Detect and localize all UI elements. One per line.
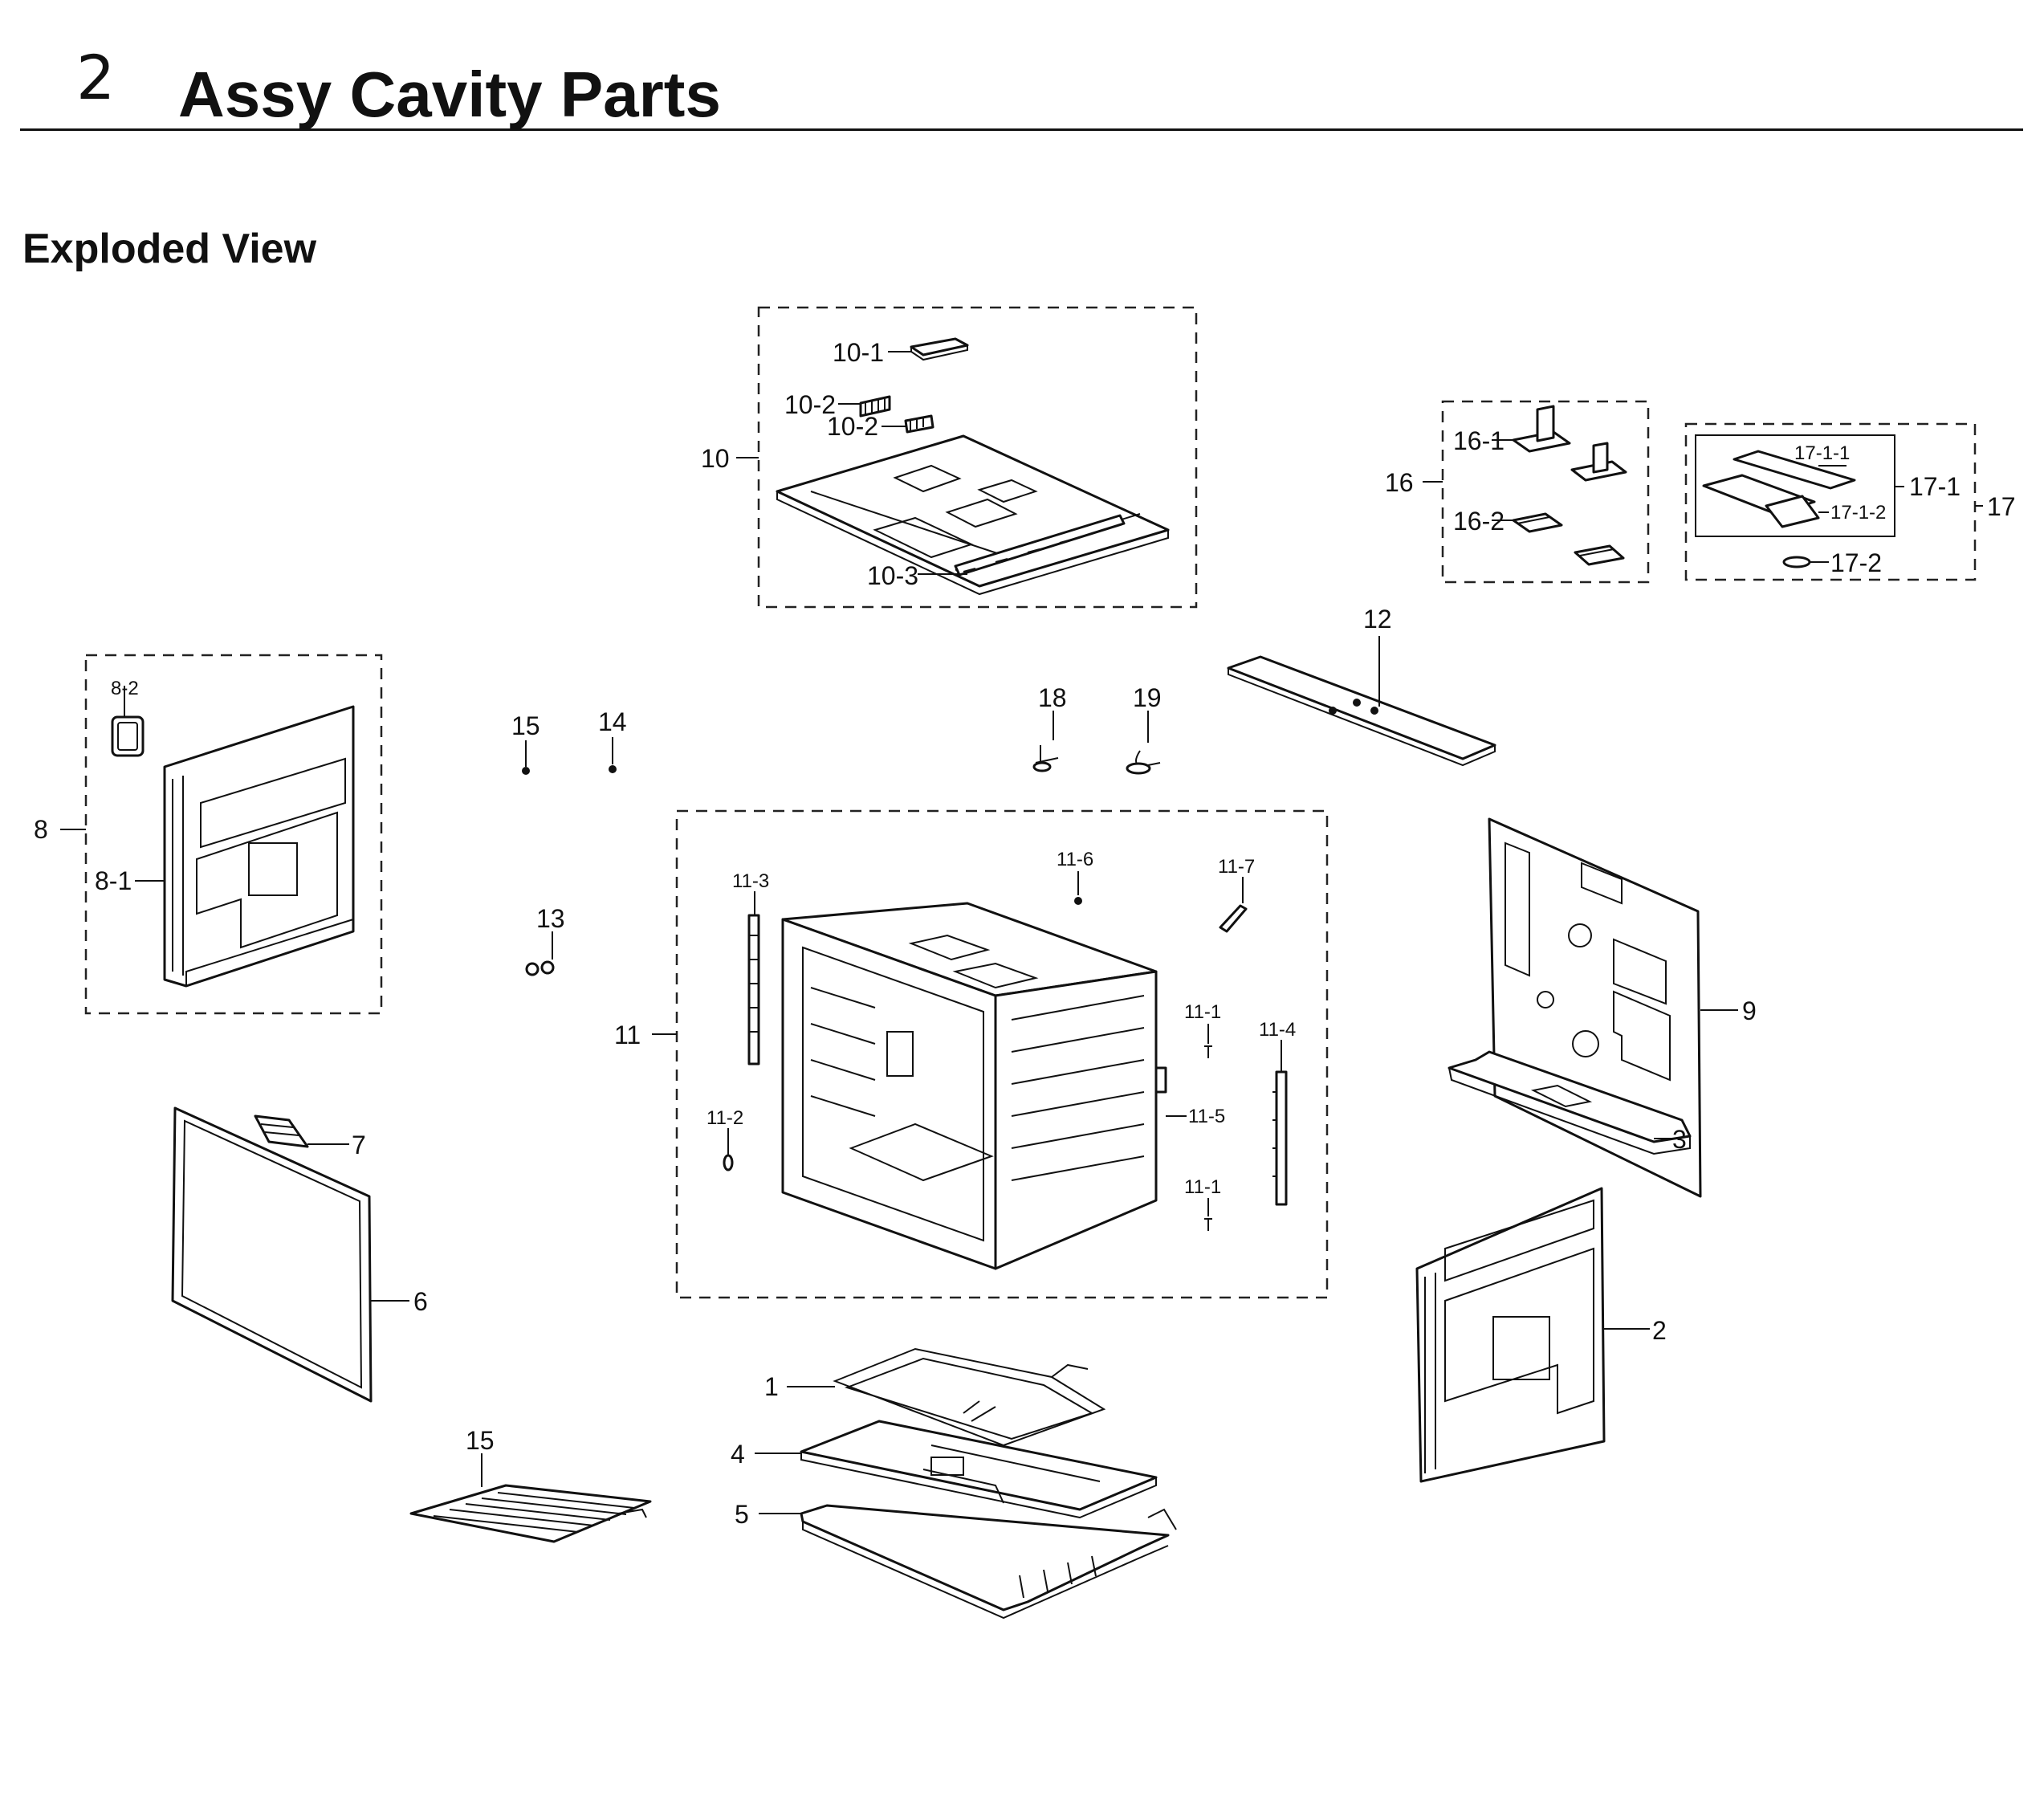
part-1: 1 xyxy=(764,1347,1106,1447)
group-16-box xyxy=(1441,400,1650,584)
label-4: 4 xyxy=(731,1440,745,1469)
part-7: 7 xyxy=(254,1114,366,1159)
label-12: 12 xyxy=(1363,605,1392,634)
group-8-box xyxy=(84,654,383,1015)
label-17: 17 xyxy=(1987,492,2016,521)
label-13: 13 xyxy=(536,904,565,933)
part-13: 13 xyxy=(525,904,565,976)
label-11-4: 11-4 xyxy=(1259,1019,1296,1041)
part-11-1-upper: 11-1 xyxy=(1184,1001,1221,1058)
part-3: 3 xyxy=(1447,1050,1692,1155)
part-8-1 xyxy=(163,705,355,988)
part-16-1-pair xyxy=(1570,442,1627,482)
part-11-1-lower: 11-1 xyxy=(1184,1176,1221,1231)
label-8: 8 xyxy=(34,815,48,844)
part-19: 19 xyxy=(1126,683,1162,775)
label-8-2: 8-2 xyxy=(111,678,139,699)
label-14: 14 xyxy=(598,707,627,736)
part-11-2: 11-2 xyxy=(706,1107,743,1171)
part-10-2-left xyxy=(859,395,891,418)
label-7: 7 xyxy=(352,1131,366,1159)
part-8-2 xyxy=(111,715,145,757)
label-11-2: 11-2 xyxy=(706,1107,743,1129)
label-10-1: 10-1 xyxy=(833,338,884,367)
part-10-2-right xyxy=(904,414,934,434)
part-11-3: 11-3 xyxy=(732,870,769,1065)
section-subtitle: Exploded View xyxy=(22,226,317,272)
part-12: 12 xyxy=(1227,605,1496,767)
part-9: 9 xyxy=(1488,817,1757,1198)
group-11-box xyxy=(675,809,1329,1299)
label-17-2: 17-2 xyxy=(1830,548,1882,577)
page-title: Assy Cavity Parts xyxy=(178,59,721,130)
label-8-1: 8-1 xyxy=(95,866,132,895)
section-number: 2 xyxy=(76,42,116,113)
part-16-2-pair xyxy=(1574,544,1625,566)
group-10-box xyxy=(757,306,1198,609)
part-4: 4 xyxy=(731,1420,1158,1519)
label-16: 16 xyxy=(1385,468,1414,497)
part-16-2 xyxy=(1512,512,1563,533)
label-16-2: 16-2 xyxy=(1453,507,1504,536)
label-3: 3 xyxy=(1672,1125,1687,1154)
label-10-2-b: 10-2 xyxy=(827,412,878,441)
part-18: 18 xyxy=(1032,683,1067,772)
label-2: 2 xyxy=(1652,1316,1667,1345)
label-16-1: 16-1 xyxy=(1453,426,1504,455)
part-15-screw: 15 xyxy=(511,711,540,775)
group-10-top-panel: 10-1 10-2 10-2 10 10-3 xyxy=(701,306,1198,609)
part-16-1 xyxy=(1512,405,1571,453)
label-1: 1 xyxy=(764,1372,779,1401)
label-15-a: 15 xyxy=(511,711,540,740)
label-11-5: 11-5 xyxy=(1188,1106,1225,1127)
label-10-3: 10-3 xyxy=(867,561,918,590)
label-11-1-a: 11-1 xyxy=(1184,1001,1221,1023)
part-17-2 xyxy=(1782,556,1811,568)
label-17-1: 17-1 xyxy=(1909,472,1961,501)
part-17-1-2 xyxy=(1702,474,1820,528)
part-11-6: 11-6 xyxy=(1057,849,1093,905)
label-11: 11 xyxy=(614,1021,641,1049)
label-17-1-2: 17-1-2 xyxy=(1830,502,1886,524)
label-5: 5 xyxy=(735,1500,749,1529)
part-11-7: 11-7 xyxy=(1218,856,1255,933)
label-11-1-b: 11-1 xyxy=(1184,1176,1221,1198)
part-2: 2 xyxy=(1415,1187,1667,1483)
part-11-4: 11-4 xyxy=(1259,1019,1296,1206)
group-17: 17-1-1 17-1-2 17-2 17-1 17 xyxy=(1684,422,2016,581)
label-9: 9 xyxy=(1742,996,1757,1025)
part-10-3 xyxy=(954,514,1126,577)
label-6: 6 xyxy=(413,1287,428,1316)
label-15-b: 15 xyxy=(466,1426,495,1455)
part-10-1 xyxy=(910,337,969,361)
label-18: 18 xyxy=(1038,683,1067,712)
label-11-7: 11-7 xyxy=(1218,856,1255,878)
part-11-cavity-body xyxy=(781,902,1167,1270)
part-17-1-1 xyxy=(1733,450,1856,490)
label-17-1-1: 17-1-1 xyxy=(1794,442,1850,464)
label-10: 10 xyxy=(701,444,730,473)
part-15-element: 15 xyxy=(409,1426,652,1543)
label-19: 19 xyxy=(1133,683,1162,712)
group-11-cavity: 11-3 11-6 xyxy=(614,809,1329,1299)
group-16: 16-1 16-2 16 xyxy=(1385,400,1650,584)
label-11-3: 11-3 xyxy=(732,870,769,892)
label-10-2-a: 10-2 xyxy=(784,390,836,419)
group-8: 8-2 8-1 8 xyxy=(34,654,383,1015)
title-rule xyxy=(20,128,2023,131)
part-5: 5 xyxy=(735,1500,1177,1620)
part-6: 6 xyxy=(171,1106,428,1403)
label-11-6: 11-6 xyxy=(1057,849,1093,870)
part-14-screw: 14 xyxy=(598,707,627,773)
group-17-box xyxy=(1684,422,1977,581)
